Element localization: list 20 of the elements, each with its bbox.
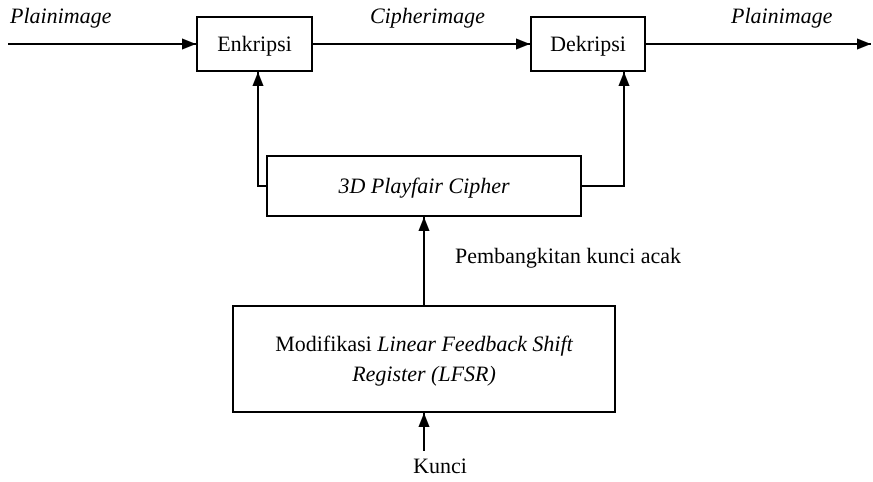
edge-label: Plainimage	[10, 5, 112, 27]
process-box	[232, 305, 616, 413]
edge-label: Cipherimage	[370, 5, 485, 27]
arrow	[418, 413, 430, 451]
input-label: Kunci	[412, 452, 468, 480]
box-label: Dekripsi	[549, 30, 627, 58]
box-label: Modifikasi Linear Feedback Shift Register (LFSR)	[274, 330, 574, 388]
box-label: 3D Playfair Cipher	[337, 172, 511, 200]
arrow	[582, 72, 630, 187]
arrow	[313, 38, 530, 50]
arrow	[252, 72, 266, 187]
arrow	[8, 38, 196, 50]
edge-label: Plainimage	[731, 5, 832, 27]
arrow	[418, 217, 430, 305]
process-box	[266, 155, 582, 217]
arrow	[646, 38, 871, 50]
edge-label: Pembangkitan kunci acak	[455, 245, 682, 267]
process-box	[196, 16, 313, 72]
box-label: Enkripsi	[216, 30, 293, 58]
process-box	[530, 16, 646, 72]
